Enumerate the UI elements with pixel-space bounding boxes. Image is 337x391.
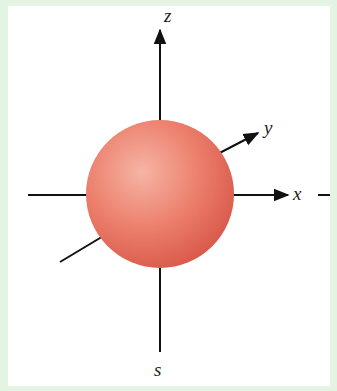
x-axis-left bbox=[28, 194, 90, 196]
z-axis-lower bbox=[159, 268, 161, 352]
x-axis-stub bbox=[318, 194, 330, 196]
axis-label: s bbox=[154, 360, 161, 379]
axis-label: y bbox=[264, 118, 272, 137]
z-axis bbox=[159, 30, 161, 120]
x-axis bbox=[230, 194, 288, 196]
axis-label: z bbox=[164, 6, 171, 25]
axis-label: x bbox=[293, 184, 301, 203]
s-orbital-sphere bbox=[86, 120, 234, 268]
